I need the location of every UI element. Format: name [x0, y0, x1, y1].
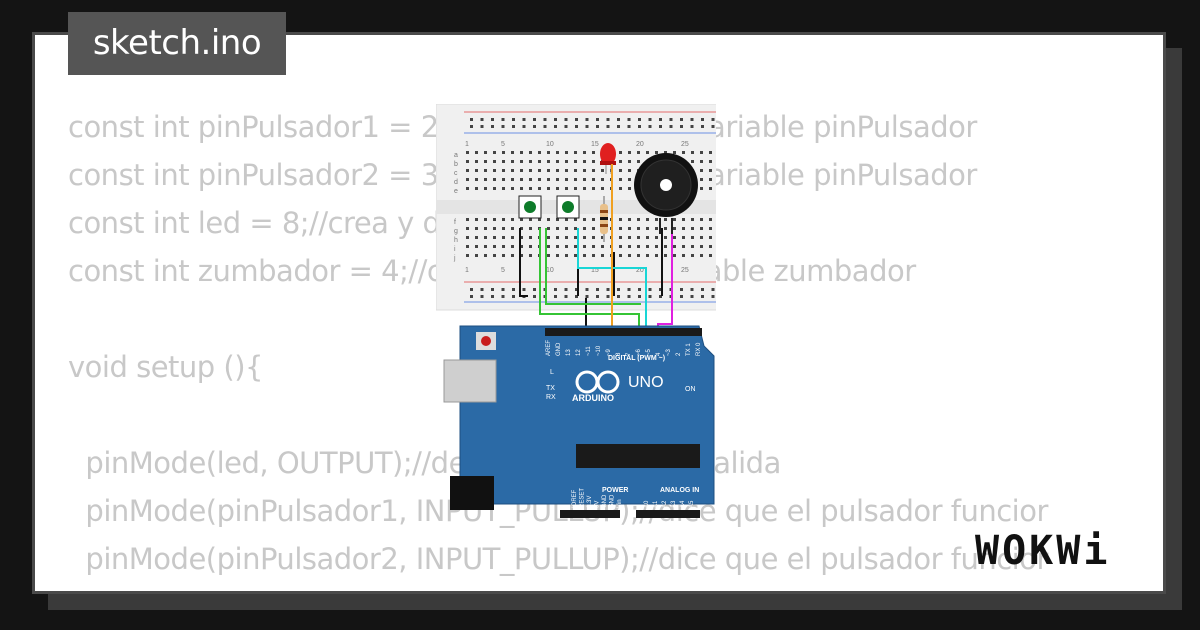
- wire-black-1: [519, 228, 528, 297]
- row-letter: d: [454, 179, 458, 186]
- resistor[interactable]: [600, 196, 608, 242]
- pushbutton-2[interactable]: [556, 195, 580, 219]
- row-letter: f: [454, 219, 456, 226]
- pin-label: 2: [676, 352, 682, 356]
- breadboard-labels: aabbccddeeffgghhiijj11551010151520202525…: [453, 141, 689, 274]
- board-brand: ARDUINO: [572, 393, 614, 403]
- column-number: 10: [546, 141, 554, 148]
- column-number: 1: [465, 267, 469, 274]
- wire-green-2: [545, 228, 641, 305]
- pin-label: IOREF: [572, 489, 578, 508]
- pin-label: Vin: [617, 499, 623, 508]
- row-letter: c: [454, 170, 458, 177]
- pin-label: 8: [616, 352, 622, 356]
- column-number: 5: [501, 141, 505, 148]
- wokwi-logo: WOKWi: [975, 528, 1111, 574]
- pin-label: A3: [671, 500, 677, 508]
- row-letter: g: [454, 228, 458, 235]
- code-line: pinMode(pinPulsador2, INPUT_PULLUP);//di…: [68, 542, 1048, 576]
- l-label: L: [550, 369, 554, 376]
- pin-label: TX 1: [686, 343, 692, 356]
- wire-green-1: [539, 228, 640, 332]
- buzzer[interactable]: [634, 153, 698, 234]
- pin-label: A1: [653, 500, 659, 508]
- pin-label: ~11: [586, 346, 592, 356]
- column-number: 20: [636, 141, 644, 148]
- on-label: ON: [685, 386, 696, 393]
- pin-label: 5V: [595, 501, 601, 508]
- circuit-diagram: aabbccddeeffgghhiijj11551010151520202525…: [436, 104, 716, 518]
- file-tab[interactable]: sketch.ino: [68, 12, 286, 75]
- pin-label: A0: [644, 500, 650, 508]
- pin-label: ~5: [646, 348, 652, 356]
- column-number: 5: [501, 267, 505, 274]
- column-number: 15: [591, 141, 599, 148]
- pin-label: RX 0: [696, 342, 702, 356]
- power-label: POWER: [602, 487, 628, 494]
- code-line: void setup (){: [68, 350, 263, 384]
- pin-label: A2: [662, 500, 668, 508]
- code-line: pinMode(zumbador, OUTPUT);//define el zu…: [68, 583, 1048, 591]
- column-number: 25: [681, 267, 689, 274]
- column-number: 20: [636, 267, 644, 274]
- pin-label: ~10: [596, 345, 602, 356]
- usb-port: [443, 359, 497, 403]
- analog-label: ANALOG IN: [660, 487, 699, 494]
- pin-label: RESET: [580, 488, 586, 508]
- row-letter: j: [453, 255, 456, 262]
- arduino-uno[interactable]: UNO ARDUINO DIGITAL (PWM ~) POWER ANALOG…: [443, 325, 715, 518]
- rx-label: RX: [546, 394, 556, 401]
- row-letter: b: [454, 161, 458, 168]
- row-letter: i: [454, 246, 456, 253]
- column-number: 10: [546, 267, 554, 274]
- pin-label: 12: [576, 349, 582, 356]
- tx-label: TX: [546, 385, 555, 392]
- board-model: UNO: [628, 374, 664, 391]
- pin-label: 13: [566, 349, 572, 356]
- row-letter: a: [454, 152, 458, 159]
- pin-label: GND: [610, 494, 616, 508]
- column-number: 25: [681, 141, 689, 148]
- pin-label: 3.3V: [587, 496, 593, 508]
- pin-label: GND: [556, 342, 562, 356]
- column-number: 15: [591, 267, 599, 274]
- pin-label: 4: [656, 352, 662, 356]
- pushbutton-1[interactable]: [518, 195, 542, 219]
- pin-label: ~6: [636, 348, 642, 356]
- pin-label: A4: [680, 500, 686, 508]
- pin-label: A5: [689, 500, 695, 508]
- row-letter: h: [454, 237, 458, 244]
- power-jack: [450, 476, 494, 510]
- column-number: 1: [465, 141, 469, 148]
- pin-label: ~9: [606, 348, 612, 356]
- reset-button[interactable]: [481, 336, 491, 346]
- digital-label: DIGITAL (PWM ~): [608, 355, 665, 362]
- pin-label: GND: [602, 494, 608, 508]
- pin-label: ~3: [666, 348, 672, 356]
- pin-label: AREF: [546, 340, 552, 356]
- row-letter: e: [454, 188, 458, 195]
- pin-label: 7: [626, 352, 632, 356]
